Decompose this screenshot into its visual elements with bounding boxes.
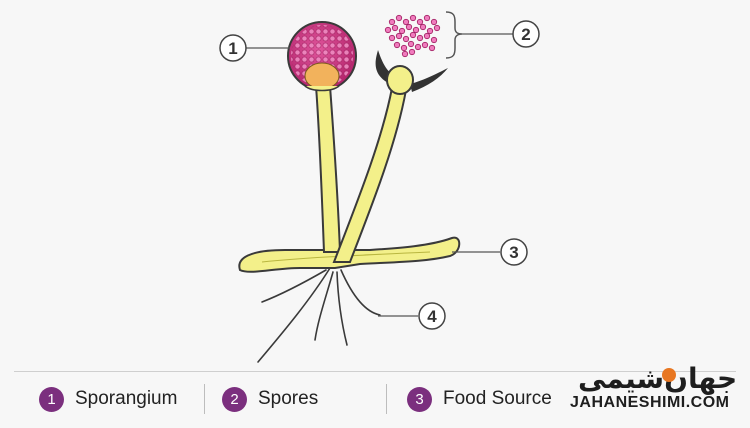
legend: 1 Sporangium 2 Spores 3 Food Source — [14, 371, 736, 428]
spore — [395, 32, 403, 40]
sporangiophore-left — [314, 85, 342, 253]
spore — [430, 18, 438, 26]
callout-4: 4 — [418, 302, 446, 330]
burst-sporangium — [375, 50, 448, 95]
watermark-accent-dot — [662, 368, 676, 382]
spore — [398, 27, 406, 35]
callout-3: 3 — [500, 238, 528, 266]
spore — [416, 34, 424, 42]
spore — [405, 23, 413, 31]
callout-1: 1 — [219, 34, 247, 62]
spore — [428, 44, 436, 52]
site-watermark-logo: جهان‌شیمی JAHANESHIMI.COM — [570, 362, 740, 422]
spore — [401, 50, 409, 58]
spore — [419, 23, 427, 31]
callout-2: 2 — [512, 20, 540, 48]
spore — [388, 34, 396, 42]
spore — [433, 24, 441, 32]
legend-badge-2: 2 — [222, 386, 247, 412]
rhizoids — [257, 267, 381, 363]
spore — [430, 36, 438, 44]
spore — [426, 27, 434, 35]
spore — [409, 31, 417, 39]
spore — [409, 14, 417, 22]
callout-1-number: 1 — [228, 39, 237, 58]
watermark-latin-text: JAHANESHIMI.COM — [570, 394, 730, 411]
watermark-farsi-text: جهان‌شیمی — [578, 362, 738, 395]
sporangiophore-right — [332, 86, 408, 263]
legend-item-spores: 2 Spores — [222, 384, 318, 414]
spore — [416, 18, 424, 26]
legend-label-food-source: Food Source — [443, 388, 552, 409]
spore-cluster — [384, 14, 441, 58]
spore — [407, 40, 415, 48]
callout-3-number: 3 — [509, 243, 518, 262]
spore — [400, 44, 408, 52]
callout-lines — [246, 33, 513, 317]
spore — [395, 14, 403, 22]
spore — [421, 41, 429, 49]
rhizopus-diagram: 1 2 3 4 — [219, 11, 540, 363]
callout-4-number: 4 — [427, 307, 437, 326]
spore — [393, 41, 401, 49]
spores-bracket — [445, 11, 463, 59]
spore — [384, 26, 392, 34]
columella — [304, 62, 340, 90]
spore — [414, 43, 422, 51]
legend-label-spores: Spores — [258, 388, 319, 409]
spore — [423, 14, 431, 22]
legend-divider — [204, 384, 205, 414]
legend-divider — [386, 384, 387, 414]
spore — [402, 18, 410, 26]
stolon-highlight — [261, 251, 431, 263]
legend-badge-3: 3 — [407, 386, 432, 412]
legend-item-food-source: 3 Food Source — [407, 384, 552, 414]
legend-item-sporangium: 1 Sporangium — [39, 384, 177, 414]
sporangium — [287, 21, 357, 92]
legend-label-sporangium: Sporangium — [75, 388, 178, 409]
spore — [408, 48, 416, 56]
legend-badge-1: 1 — [39, 386, 64, 412]
callout-2-number: 2 — [521, 25, 530, 44]
spore — [391, 24, 399, 32]
spore — [388, 18, 396, 26]
spore — [412, 26, 420, 34]
spore — [402, 35, 410, 43]
spore — [423, 32, 431, 40]
